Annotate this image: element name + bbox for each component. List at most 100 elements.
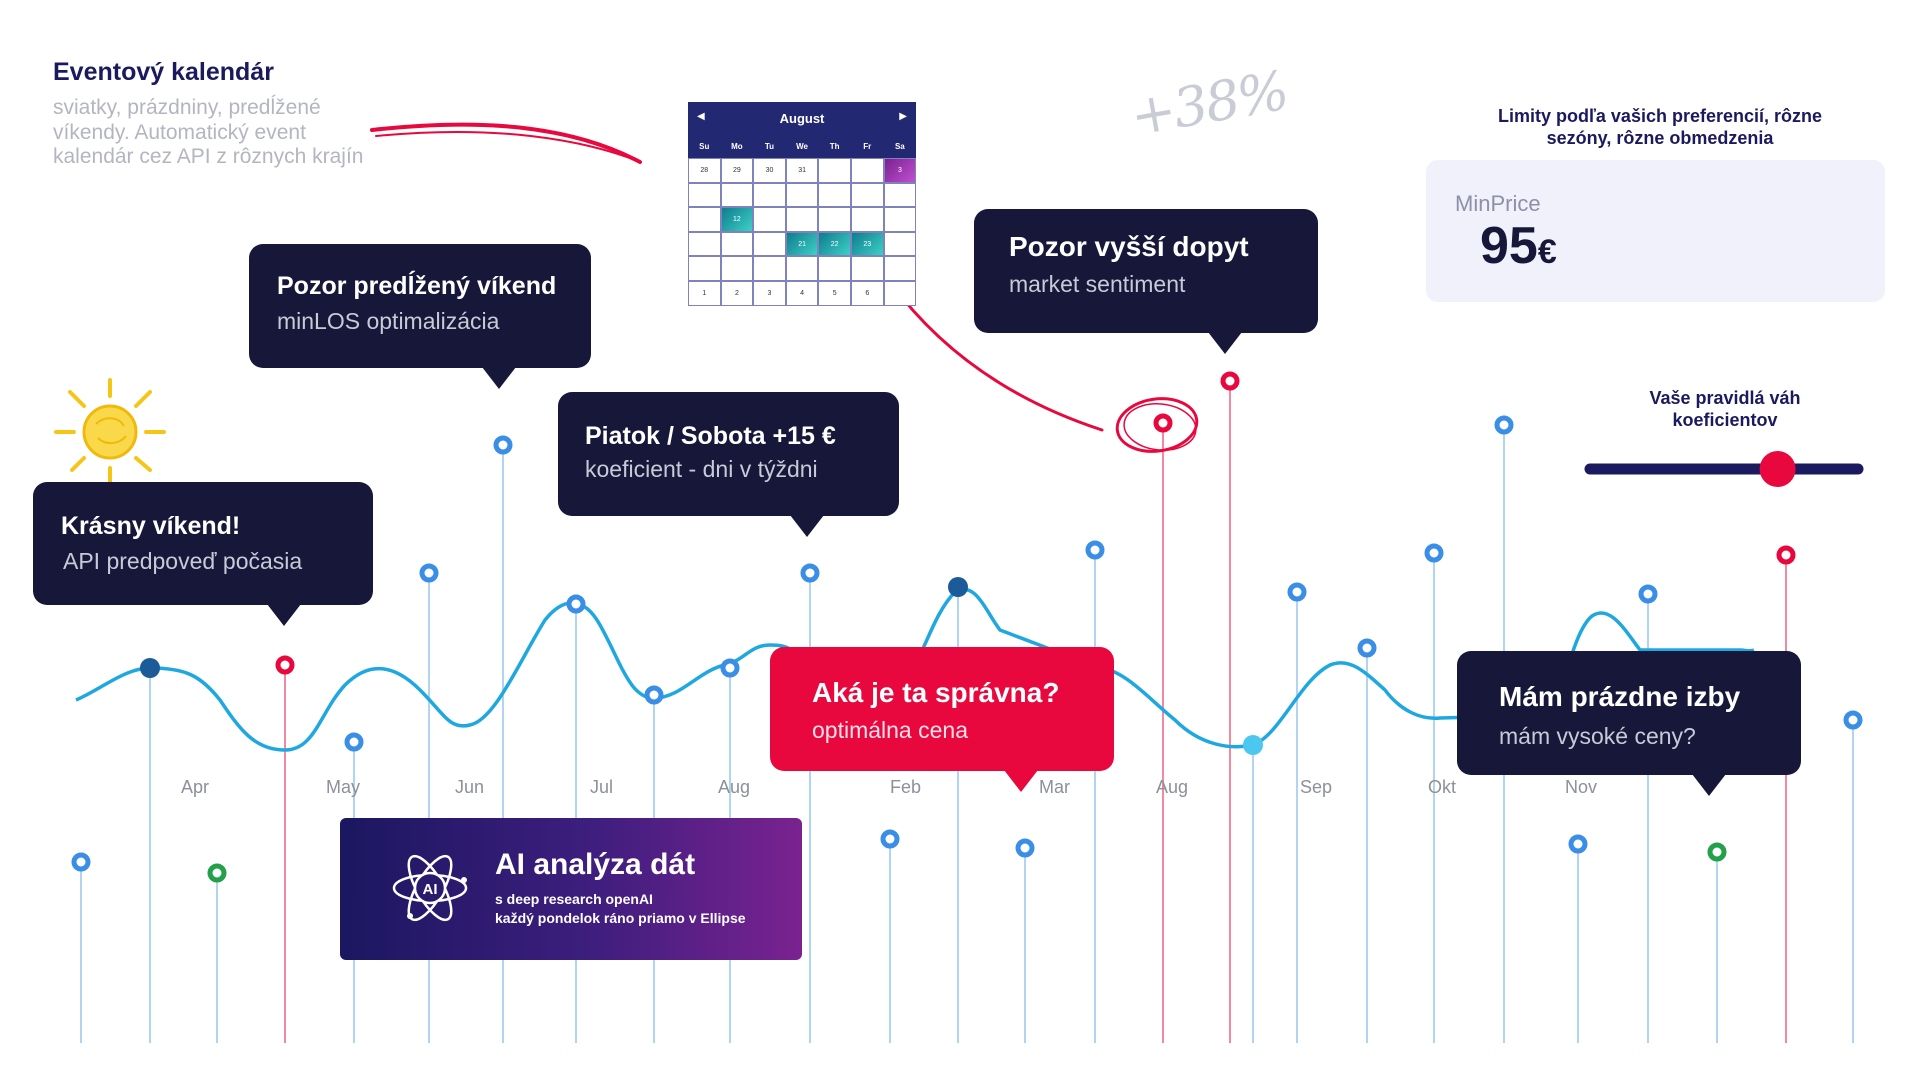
limits-title: Limity podľa vašich preferencií, rôzne s…	[1497, 106, 1823, 148]
bubble-long-weekend: Pozor predĺžený víkend minLOS optimalizá…	[249, 244, 591, 368]
calendar-day[interactable]	[753, 256, 786, 281]
ai-subtitle-line: s deep research openAI	[495, 891, 653, 907]
red-connector-stroke	[888, 280, 1104, 432]
timeline-marker[interactable]	[644, 685, 664, 705]
timeline-marker[interactable]	[1357, 638, 1377, 658]
timeline-marker[interactable]	[1494, 415, 1514, 435]
timeline-marker[interactable]	[344, 732, 364, 752]
calendar-day[interactable]	[753, 207, 786, 232]
bubble-day-of-week: Piatok / Sobota +15 € koeficient - dni v…	[558, 392, 899, 516]
red-arrow-stroke-2	[375, 130, 631, 159]
bubble-subtitle: mám vysoké ceny?	[1499, 723, 1696, 749]
calendar-day[interactable]	[883, 256, 917, 281]
calendar-day[interactable]	[785, 256, 819, 281]
bubble-demand: Pozor vyšší dopyt market sentiment	[974, 209, 1318, 333]
ai-analysis-card: AI AI analýza dát s deep research openAI…	[340, 818, 802, 960]
calendar-day[interactable]: 4	[785, 281, 819, 306]
calendar-day[interactable]	[883, 281, 917, 306]
timeline-marker[interactable]	[140, 658, 160, 678]
timeline-marker[interactable]	[493, 435, 513, 455]
calendar-day[interactable]	[720, 231, 754, 257]
calendar-day[interactable]: 22	[818, 231, 851, 257]
calendar-day[interactable]: 6	[851, 281, 884, 306]
weekday: Tu	[764, 142, 775, 151]
timeline-marker[interactable]	[1287, 582, 1307, 602]
bubble-subtitle: koeficient - dni v týždni	[585, 456, 818, 482]
timeline-marker[interactable]	[1707, 842, 1727, 862]
weekday: Su	[699, 142, 710, 151]
calendar-day[interactable]	[883, 207, 917, 232]
calendar-day[interactable]	[785, 182, 819, 208]
calendar-day[interactable]: 30	[753, 158, 786, 183]
timeline-marker[interactable]	[71, 852, 91, 872]
calendar-day[interactable]	[753, 182, 786, 208]
minprice-label: MinPrice	[1455, 191, 1541, 216]
calendar-day[interactable]	[688, 182, 721, 208]
calendar-day[interactable]	[818, 158, 851, 183]
bubble-tail	[790, 515, 824, 537]
calendar-day[interactable]: 1	[688, 281, 721, 306]
chevron-right-icon[interactable]: ▶	[899, 111, 907, 122]
calendar-day[interactable]	[851, 158, 884, 183]
timeline-marker[interactable]	[566, 594, 586, 614]
calendar-day[interactable]: 29	[720, 158, 754, 183]
calendar-day[interactable]	[818, 182, 851, 208]
month-label: Okt	[1428, 777, 1457, 797]
timeline-marker[interactable]	[419, 563, 439, 583]
calendar-day[interactable]: 21	[785, 231, 819, 257]
calendar-day[interactable]: 23	[851, 231, 884, 257]
calendar-day[interactable]	[720, 182, 754, 208]
bubble-optimal-price: Aká je ta správna? optimálna cena	[770, 647, 1114, 771]
calendar-day[interactable]	[851, 182, 884, 208]
timeline-marker[interactable]	[1568, 834, 1588, 854]
bubble-subtitle: minLOS optimalizácia	[277, 308, 500, 334]
calendar-day[interactable]	[851, 207, 884, 232]
minprice-card	[1426, 160, 1885, 302]
calendar-day[interactable]	[720, 256, 754, 281]
bubble-weather: Krásny víkend! API predpoveď počasia	[33, 482, 373, 605]
timeline-marker[interactable]	[1776, 545, 1796, 565]
timeline-marker[interactable]	[1843, 710, 1863, 730]
calendar-day[interactable]: 5	[818, 281, 851, 306]
bubble-title: Pozor predĺžený víkend	[277, 272, 557, 300]
calendar-day[interactable]	[818, 256, 851, 281]
calendar-day[interactable]: 28	[688, 158, 721, 183]
calendar-day[interactable]	[883, 182, 917, 208]
calendar-day[interactable]	[851, 256, 884, 281]
calendar-day[interactable]	[818, 207, 851, 232]
calendar-day[interactable]: 12	[720, 207, 754, 232]
calendar-day[interactable]: 2	[720, 281, 754, 306]
calendar-day[interactable]	[753, 231, 786, 257]
timeline-marker[interactable]	[1153, 413, 1173, 433]
timeline-marker[interactable]	[948, 577, 968, 597]
timeline-marker[interactable]	[1015, 838, 1035, 858]
ai-subtitle: s deep research openAI každý pondelok rá…	[495, 890, 746, 928]
chevron-left-icon[interactable]: ◀	[697, 111, 705, 122]
calendar-day[interactable]: 3	[753, 281, 786, 306]
month-label: Aug	[1156, 777, 1189, 797]
timeline-marker[interactable]	[1424, 543, 1444, 563]
calendar-day[interactable]	[688, 256, 721, 281]
timeline-marker[interactable]	[207, 863, 227, 883]
bubble-tail	[1692, 774, 1726, 796]
timeline-marker[interactable]	[1220, 371, 1240, 391]
calendar-day[interactable]	[883, 231, 917, 257]
calendar-day[interactable]: 3	[883, 158, 917, 183]
timeline-marker[interactable]	[1085, 540, 1105, 560]
calendar-month: August	[779, 111, 825, 126]
event-calendar-title: Eventový kalendár	[53, 58, 274, 86]
bubble-empty-rooms: Mám prázdne izby mám vysoké ceny?	[1457, 651, 1801, 775]
timeline-marker[interactable]	[1243, 735, 1263, 755]
timeline-marker[interactable]	[720, 658, 740, 678]
timeline-marker[interactable]	[800, 563, 820, 583]
bubble-tail	[1004, 770, 1038, 792]
calendar-day[interactable]: 31	[785, 158, 819, 183]
timeline-marker[interactable]	[275, 655, 295, 675]
calendar-day[interactable]	[688, 231, 721, 257]
bubble-subtitle: market sentiment	[1009, 271, 1186, 297]
calendar-day[interactable]	[688, 207, 721, 232]
timeline-marker[interactable]	[1638, 584, 1658, 604]
calendar-day[interactable]	[785, 207, 819, 232]
timeline-marker[interactable]	[880, 829, 900, 849]
